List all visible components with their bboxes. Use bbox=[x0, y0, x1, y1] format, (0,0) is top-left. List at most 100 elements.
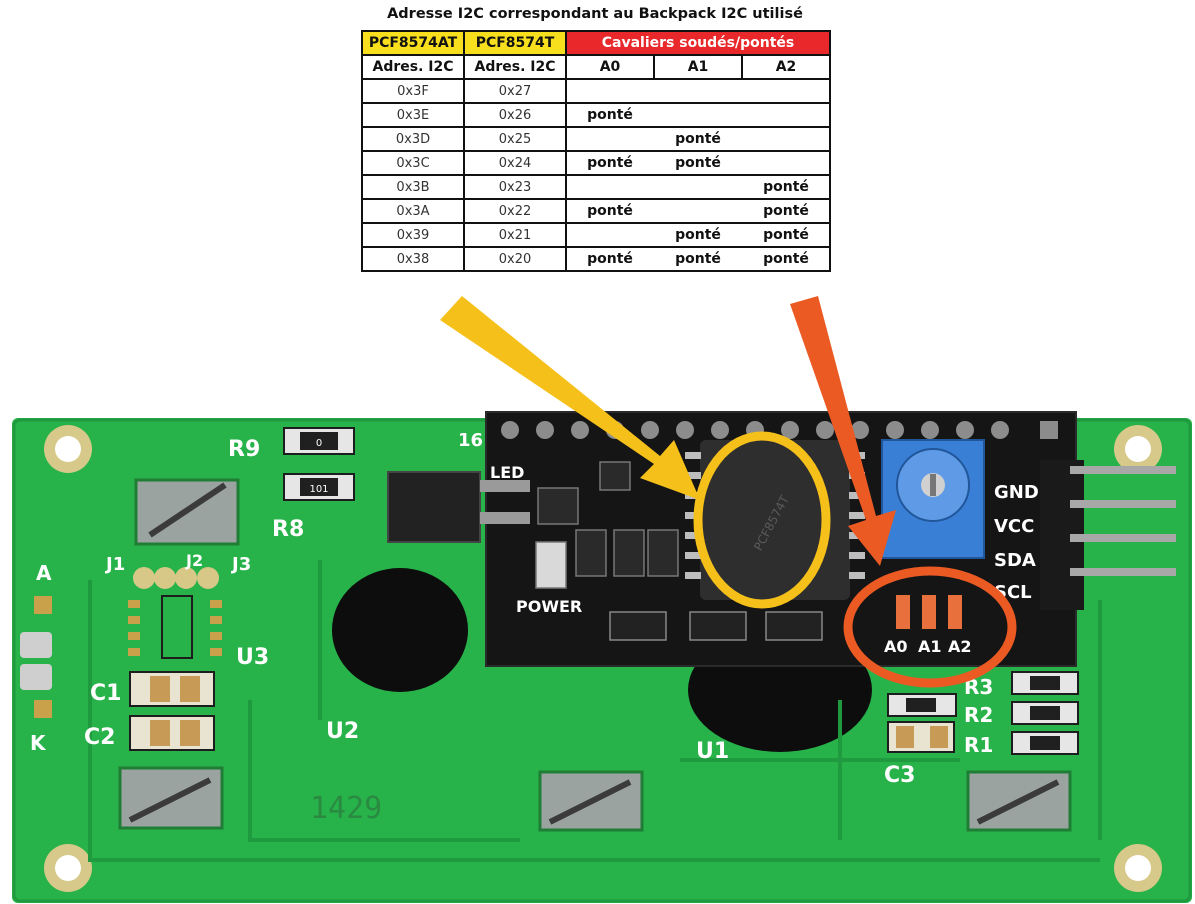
header-pin-row bbox=[501, 421, 1058, 439]
label-batch-code: 1429 bbox=[310, 791, 382, 826]
r9-value-label: 0 bbox=[316, 438, 322, 449]
address-pcf8574at: 0x38 bbox=[361, 246, 465, 272]
jumper-a1-cell bbox=[653, 198, 743, 224]
jumper-a0-cell: ponté bbox=[565, 198, 655, 224]
label-pad-a1: A1 bbox=[918, 637, 942, 656]
u3-footprint bbox=[128, 595, 222, 659]
address-pcf8574at: 0x3C bbox=[361, 150, 465, 176]
edge-contacts bbox=[20, 596, 52, 718]
label-j3: J3 bbox=[230, 554, 251, 575]
jumper-a1-cell bbox=[653, 78, 743, 104]
address-pcf8574at: 0x3B bbox=[361, 174, 465, 200]
table-title: Adresse I2C correspondant au Backpack I2… bbox=[387, 6, 803, 22]
header-jumpers: Cavaliers soudés/pontés bbox=[565, 30, 831, 56]
label-vcc: VCC bbox=[994, 516, 1034, 537]
label-u3: U3 bbox=[236, 645, 269, 670]
label-r3: R3 bbox=[964, 675, 993, 699]
i2c-header-pins bbox=[1040, 460, 1176, 610]
address-pcf8574t: 0x26 bbox=[463, 102, 567, 128]
jumper-a0-cell bbox=[565, 126, 655, 152]
address-pcf8574at: 0x39 bbox=[361, 222, 465, 248]
jumper-a0-cell bbox=[565, 222, 655, 248]
smd-components bbox=[535, 461, 823, 641]
chip-on-board-blobs bbox=[332, 568, 872, 752]
label-gnd: GND bbox=[994, 482, 1039, 503]
jumper-a1-cell: ponté bbox=[653, 222, 743, 248]
chip-highlight-ellipse bbox=[693, 431, 831, 609]
address-pcf8574at: 0x3E bbox=[361, 102, 465, 128]
label-j1: J1 bbox=[104, 554, 125, 575]
address-pcf8574at: 0x3F bbox=[361, 78, 465, 104]
chip-marking: PCF8574T bbox=[751, 493, 792, 553]
label-r9: R9 bbox=[228, 437, 260, 462]
label-c1: C1 bbox=[90, 681, 121, 706]
subheader-a1: A1 bbox=[653, 54, 743, 80]
jumper-a0-cell bbox=[565, 78, 655, 104]
resistors-r1-r3 bbox=[887, 671, 1079, 755]
label-sda: SDA bbox=[994, 550, 1036, 571]
jumper-a0-cell: ponté bbox=[565, 102, 655, 128]
jumper-pads-j1-j3 bbox=[133, 567, 219, 589]
address-pcf8574at: 0x3D bbox=[361, 126, 465, 152]
pads-highlight-ellipse bbox=[843, 566, 1017, 688]
jumper-a0-cell: ponté bbox=[565, 150, 655, 176]
label-led: LED bbox=[490, 463, 524, 482]
jumper-a1-cell bbox=[653, 174, 743, 200]
label-pad-a0: A0 bbox=[884, 637, 908, 656]
jumper-a2-cell bbox=[741, 150, 831, 176]
header-pcf8574t: PCF8574T bbox=[463, 30, 567, 56]
jumper-a2-cell: ponté bbox=[741, 198, 831, 224]
led-jumper bbox=[387, 471, 530, 543]
jumper-a2-cell: ponté bbox=[741, 222, 831, 248]
label-c3: C3 bbox=[884, 763, 915, 788]
jumper-a2-cell: ponté bbox=[741, 246, 831, 272]
r8-value-label: 101 bbox=[309, 484, 328, 495]
label-power: POWER bbox=[516, 597, 582, 616]
yellow-arrow bbox=[440, 296, 700, 500]
label-k: K bbox=[30, 731, 47, 755]
label-r8: R8 bbox=[272, 517, 304, 542]
mounting-holes bbox=[44, 425, 1162, 892]
subheader-address-t: Adres. I2C bbox=[463, 54, 567, 80]
i2c-address-table: PCF8574AT PCF8574T Cavaliers soudés/pont… bbox=[361, 30, 831, 272]
i2c-backpack-module: PCF8574T bbox=[387, 411, 1176, 667]
jumper-a2-cell: ponté bbox=[741, 174, 831, 200]
address-pcf8574t: 0x23 bbox=[463, 174, 567, 200]
address-pcf8574t: 0x27 bbox=[463, 78, 567, 104]
label-scl: SCL bbox=[994, 582, 1032, 603]
jumper-a1-cell bbox=[653, 102, 743, 128]
contrast-potentiometer bbox=[881, 439, 985, 559]
jumper-a2-cell bbox=[741, 78, 831, 104]
address-pcf8574t: 0x21 bbox=[463, 222, 567, 248]
label-u1: U1 bbox=[696, 739, 729, 764]
label-r1: R1 bbox=[964, 733, 993, 757]
resistors-r8-r9: 0 101 bbox=[283, 427, 355, 501]
label-16: 16 bbox=[458, 430, 483, 451]
board-silkscreen-labels: R9 R8 16 LED POWER J1 J2 J3 A K C1 C2 U3… bbox=[30, 430, 1039, 826]
address-pcf8574t: 0x20 bbox=[463, 246, 567, 272]
subheader-address-at: Adres. I2C bbox=[361, 54, 465, 80]
pcf8574-chip: PCF8574T bbox=[685, 440, 865, 600]
address-pcf8574t: 0x24 bbox=[463, 150, 567, 176]
label-r2: R2 bbox=[964, 703, 993, 727]
label-j2: J2 bbox=[185, 551, 203, 570]
jumper-a2-cell bbox=[741, 126, 831, 152]
address-pcf8574t: 0x22 bbox=[463, 198, 567, 224]
jumper-a0-cell bbox=[565, 174, 655, 200]
header-pcf8574at: PCF8574AT bbox=[361, 30, 465, 56]
capacitors-c1-c2 bbox=[129, 671, 215, 751]
bezel-tabs bbox=[118, 478, 1072, 832]
jumper-a0-cell: ponté bbox=[565, 246, 655, 272]
jumper-a1-cell: ponté bbox=[653, 126, 743, 152]
address-pcf8574t: 0x25 bbox=[463, 126, 567, 152]
label-u2: U2 bbox=[326, 719, 359, 744]
address-pcf8574at: 0x3A bbox=[361, 198, 465, 224]
label-c2: C2 bbox=[84, 725, 115, 750]
